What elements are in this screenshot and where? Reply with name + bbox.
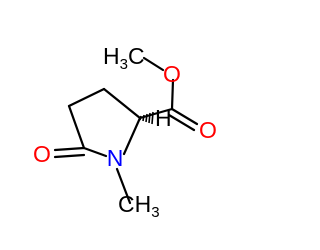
- stereo-hash-bond: [139, 111, 154, 125]
- molecule-diagram: H3C O O O N CH3 H: [33, 43, 217, 221]
- ester-methyl-label: H3C: [103, 43, 145, 73]
- structure-drawing: H3C O O O N CH3 H: [33, 43, 217, 221]
- bond-o-methyl: [142, 56, 165, 72]
- ester-carbonyl-oxygen-label: O: [199, 117, 217, 143]
- ester-methyl-h: H: [103, 43, 120, 69]
- n-methyl-ch: CH: [118, 191, 151, 217]
- bond-ester-co-b: [167, 113, 196, 132]
- lactam-oxygen-label: O: [33, 141, 51, 167]
- ring-nitrogen-label: N: [107, 145, 124, 171]
- bond-ring-c-c-top: [102, 87, 142, 120]
- bond-ring-n-c: [122, 116, 142, 156]
- stereo-hydrogen-label: H: [155, 105, 172, 131]
- ester-oxygen-label: O: [163, 61, 181, 87]
- ester-methyl-c: C: [128, 43, 145, 69]
- n-methyl-label: CH3: [118, 191, 160, 221]
- bond-ester-c-o: [170, 78, 175, 111]
- bond-lactam-co-b: [53, 153, 86, 159]
- bond-ring-c-c-left: [67, 87, 106, 108]
- bond-n-methyl: [115, 167, 132, 205]
- bond-ring-carbonyl-n: [82, 146, 108, 158]
- bond-lines: [53, 56, 199, 205]
- bond-ester-co-a: [170, 107, 199, 126]
- bond-ring-c-c-lower-left: [67, 104, 86, 150]
- n-methyl-subscript: 3: [151, 204, 159, 221]
- bond-ring-ester-c: [138, 107, 174, 120]
- bond-lactam-co-a: [53, 146, 86, 152]
- ester-methyl-subscript: 3: [120, 56, 128, 73]
